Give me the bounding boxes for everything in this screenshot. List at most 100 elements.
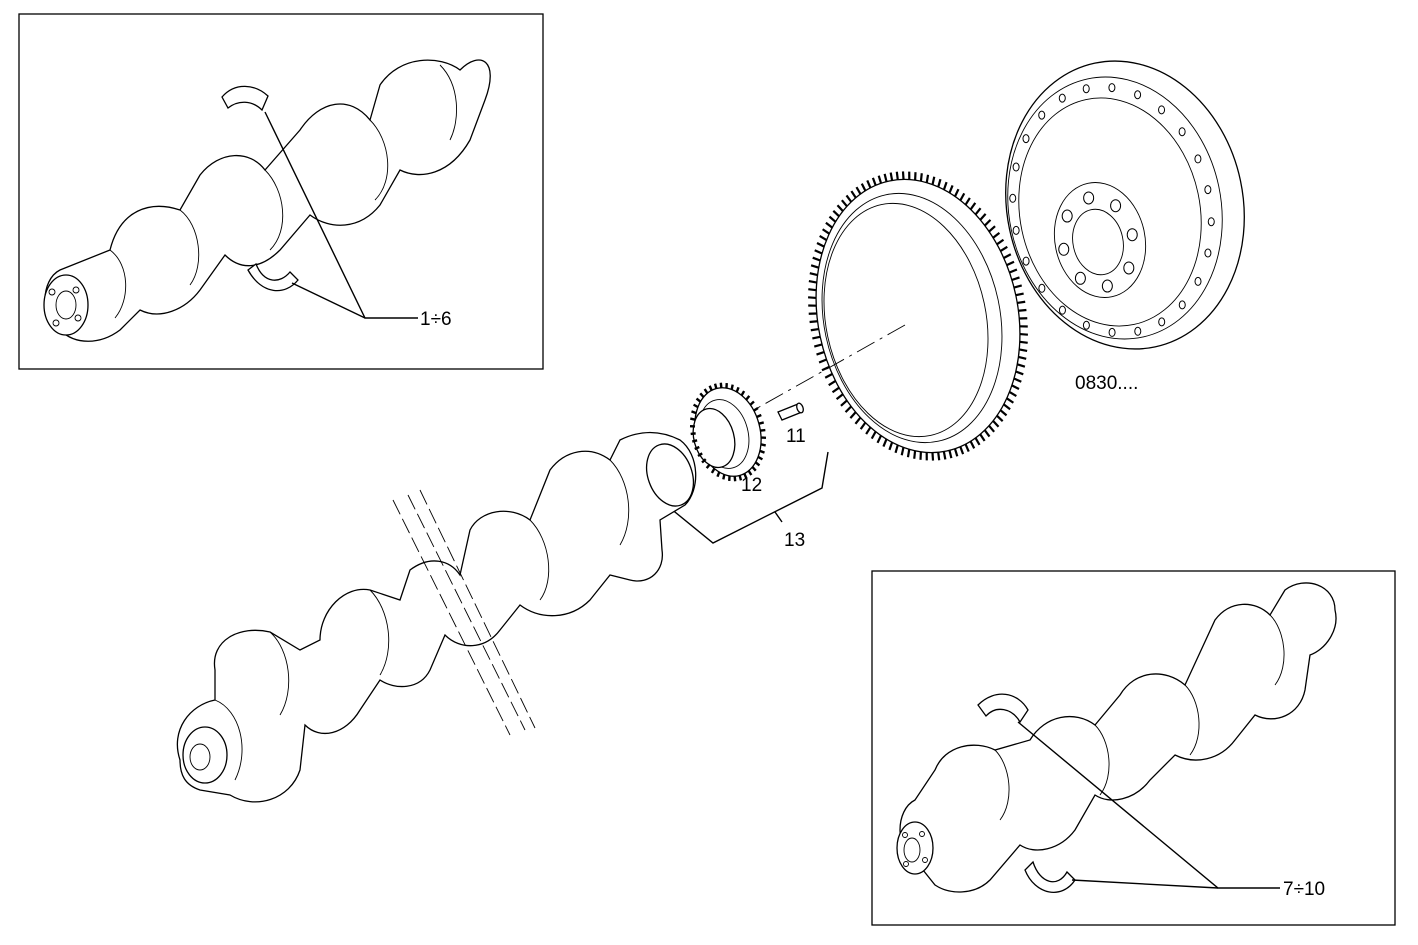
ring-gear-tooth xyxy=(828,215,837,223)
flywheel-hole xyxy=(1134,326,1142,336)
timing-gear-tooth xyxy=(754,461,761,467)
flywheel-hole xyxy=(1022,256,1030,266)
timing-gear-tooth xyxy=(713,383,718,389)
timing-gear-tooth xyxy=(722,474,726,480)
ring-gear-tooth xyxy=(1016,363,1026,368)
label-pin: 11 xyxy=(786,426,806,447)
ring-gear-tooth xyxy=(865,426,872,435)
timing-gear-tooth xyxy=(695,397,702,403)
ring-gear-tooth xyxy=(979,433,986,442)
timing-gear-tooth xyxy=(692,403,699,409)
inset-crankshaft-bottom xyxy=(896,582,1337,893)
label-gear: 12 xyxy=(741,475,762,496)
flywheel-hole xyxy=(1012,225,1020,235)
ring-gear-tooth xyxy=(860,183,867,192)
timing-gear-tooth xyxy=(703,388,709,394)
timing-gear-tooth xyxy=(751,466,757,472)
ring-gear-tooth xyxy=(1019,340,1028,344)
ring-gear-tooth xyxy=(821,228,830,235)
ring-gear-tooth xyxy=(919,173,923,182)
ring-gear-tooth xyxy=(999,409,1008,417)
ring-gear-tooth xyxy=(855,186,862,195)
ring-gear-tooth xyxy=(894,444,899,454)
ring-gear-tooth xyxy=(1018,355,1027,360)
ring-gear-tooth xyxy=(816,350,825,356)
timing-gear-tooth xyxy=(691,439,698,443)
flywheel-hole xyxy=(1158,105,1166,115)
inset-rod-bearings: 7÷10 xyxy=(871,570,1396,926)
flywheel-bolt-hole xyxy=(1058,242,1070,256)
label-main-bearings: 1÷6 xyxy=(420,309,452,330)
flywheel-bolt-hole xyxy=(1110,199,1122,213)
ring-gear-tooth xyxy=(818,358,827,364)
flywheel-hole xyxy=(1158,317,1166,327)
timing-gear-tooth xyxy=(735,386,740,393)
ring-gear-tooth xyxy=(850,190,857,199)
ring-gear-tooth xyxy=(1011,276,1020,282)
ring-gear-tooth xyxy=(1013,284,1023,289)
ring-gear-tooth xyxy=(1018,308,1027,312)
ring-gear-tooth xyxy=(831,386,840,394)
ring-gear-tooth xyxy=(1019,348,1028,352)
ring-gear-tooth xyxy=(812,256,821,262)
timing-gear-tooth xyxy=(690,417,696,421)
flywheel-hole xyxy=(1009,193,1017,203)
ring-gear-tooth xyxy=(948,450,953,459)
timing-gear-tooth xyxy=(747,470,753,476)
flywheel-hole xyxy=(1082,320,1090,330)
ring-gear-tooth xyxy=(969,202,977,211)
timing-gear-tooth xyxy=(699,392,705,398)
ring-gear-tooth xyxy=(814,249,823,255)
timing-gear-tooth xyxy=(753,406,759,412)
flywheel-hole xyxy=(1134,90,1142,100)
ring-gear-tooth xyxy=(816,242,825,248)
ring-gear-tooth xyxy=(859,421,867,430)
ring-gear-tooth xyxy=(882,438,888,447)
ring-gear-tooth xyxy=(1013,377,1022,383)
timing-gear-tooth xyxy=(719,382,723,388)
ring-gear-tooth xyxy=(849,411,857,419)
ring-gear-tooth xyxy=(1006,397,1015,404)
ring-gear-tooth xyxy=(983,429,991,438)
flywheel-hole xyxy=(1038,110,1046,120)
timing-gear-tooth xyxy=(705,463,711,469)
ring-gear-tooth xyxy=(828,380,837,387)
ring-gear-tooth xyxy=(996,238,1005,246)
timing-gear-tooth xyxy=(733,476,737,482)
ring-gear-tooth xyxy=(824,373,833,379)
ring-gear-tooth xyxy=(942,451,947,460)
ring-gear-tooth xyxy=(808,288,817,292)
ring-gear-tooth xyxy=(813,343,823,348)
flywheel-bolt-hole xyxy=(1126,228,1138,242)
flywheel-hole xyxy=(1178,127,1186,137)
ring-gear-tooth xyxy=(1003,253,1012,259)
ring-gear-tooth xyxy=(841,199,848,208)
ring-gear-tooth xyxy=(1008,391,1017,397)
timing-gear-tooth xyxy=(740,390,746,397)
timing-gear-tooth xyxy=(745,395,751,401)
flywheel-bolt-hole xyxy=(1123,261,1135,275)
ring-gear-tooth xyxy=(1019,332,1028,336)
rod-bearing-shell-lower xyxy=(1024,860,1076,893)
ring-gear-tooth xyxy=(948,185,954,194)
ring-gear-tooth xyxy=(809,272,818,277)
ring-gear-tooth xyxy=(821,365,830,372)
ring-gear-tooth xyxy=(984,219,992,227)
flywheel-bolt-holes xyxy=(1009,83,1215,337)
flywheel xyxy=(1005,60,1245,350)
ring-gear-tooth xyxy=(974,207,982,216)
flywheel-hole xyxy=(1038,283,1046,293)
timing-gear-teeth xyxy=(689,382,767,482)
timing-gear-tooth xyxy=(756,413,762,419)
ring-gear-tooth xyxy=(988,424,995,433)
ring-gear-tooth xyxy=(810,327,819,332)
ring-gear-teeth xyxy=(808,171,1028,461)
ring-gear-tooth xyxy=(854,416,862,425)
ring-gear-tooth xyxy=(812,335,821,340)
timing-gear-tooth xyxy=(710,467,716,474)
ring-gear-tooth xyxy=(871,177,877,186)
ring-gear-tooth xyxy=(964,197,971,206)
ring-gear-tooth xyxy=(1015,370,1024,376)
